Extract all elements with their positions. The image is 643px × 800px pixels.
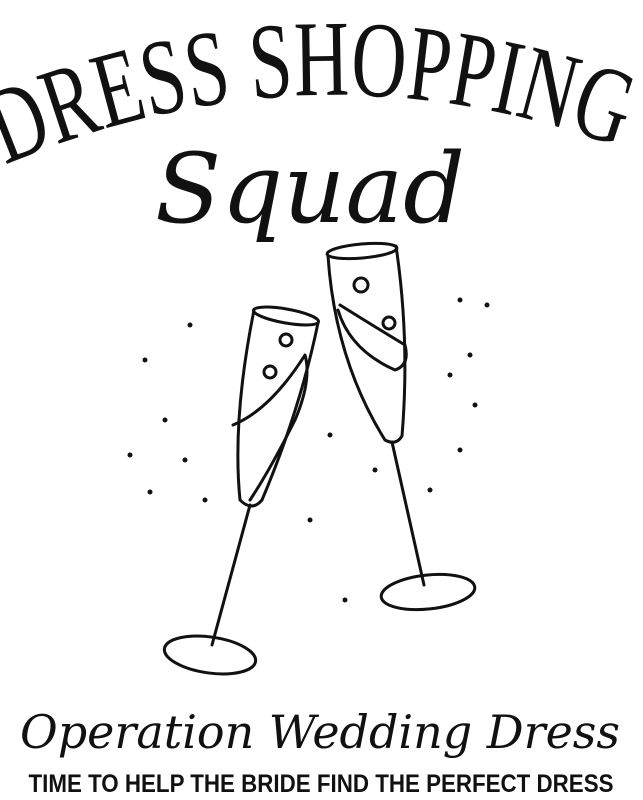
tagline: TIME TO HELP THE BRIDE FIND THE PERFECT … (29, 770, 614, 798)
tagline-script: Operation Wedding Dress (20, 705, 620, 759)
left-glass-icon (162, 305, 321, 676)
bubble-dots (127, 297, 490, 603)
right-glass-icon (325, 241, 477, 612)
subtitle-script: Squad (155, 133, 465, 245)
champagne-glasses-icon (127, 241, 490, 676)
